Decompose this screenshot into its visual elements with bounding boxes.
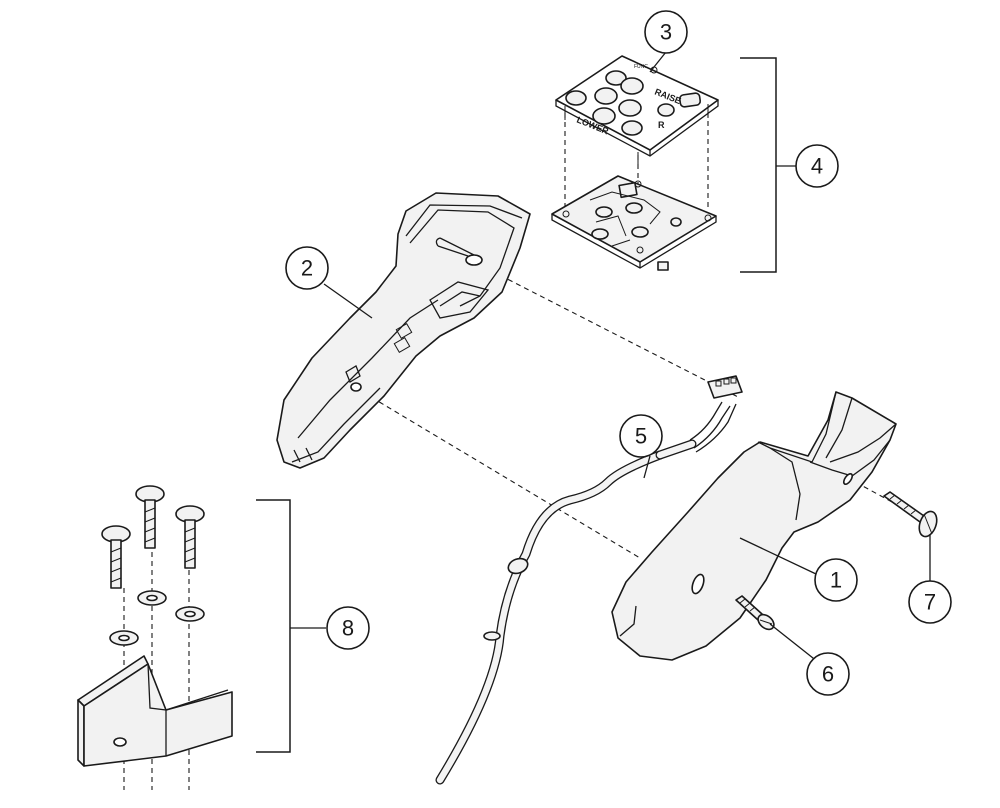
handle-half-right [611,391,897,661]
callout-2: 2 [285,246,329,290]
handle-half-left [276,192,531,469]
keypad-circuit-board [551,175,717,271]
keypad-r-label: R [658,120,665,130]
screw-6 [735,595,775,631]
callout-4-label: 4 [811,154,823,179]
screw-7 [883,491,938,538]
leader-lines [290,51,931,663]
hardware-kit [77,485,233,767]
bracket-screw-b [135,485,165,549]
bracket-8 [256,499,291,753]
keypad-overlay: RAISE LOWER R FUNC [555,55,719,166]
callout-5: 5 [619,414,663,458]
callout-8: 8 [326,606,370,650]
bracket-4 [740,57,777,273]
callout-7: 7 [908,580,952,624]
bracket-screw-c [175,505,205,569]
callout-6-label: 6 [822,662,834,687]
callout-7-label: 7 [924,590,936,615]
callout-3-label: 3 [660,20,672,45]
callout-3: 3 [644,10,688,54]
callout-5-label: 5 [635,424,647,449]
callout-4: 4 [795,144,839,188]
callout-8-label: 8 [342,616,354,641]
callout-2-label: 2 [301,256,313,281]
callout-1-label: 1 [830,568,842,593]
keypad-small-label: FUNC [634,64,648,70]
callout-1: 1 [814,558,858,602]
callout-6: 6 [806,652,850,696]
cable-assembly [435,375,743,785]
bracket-screw-a [101,525,131,589]
